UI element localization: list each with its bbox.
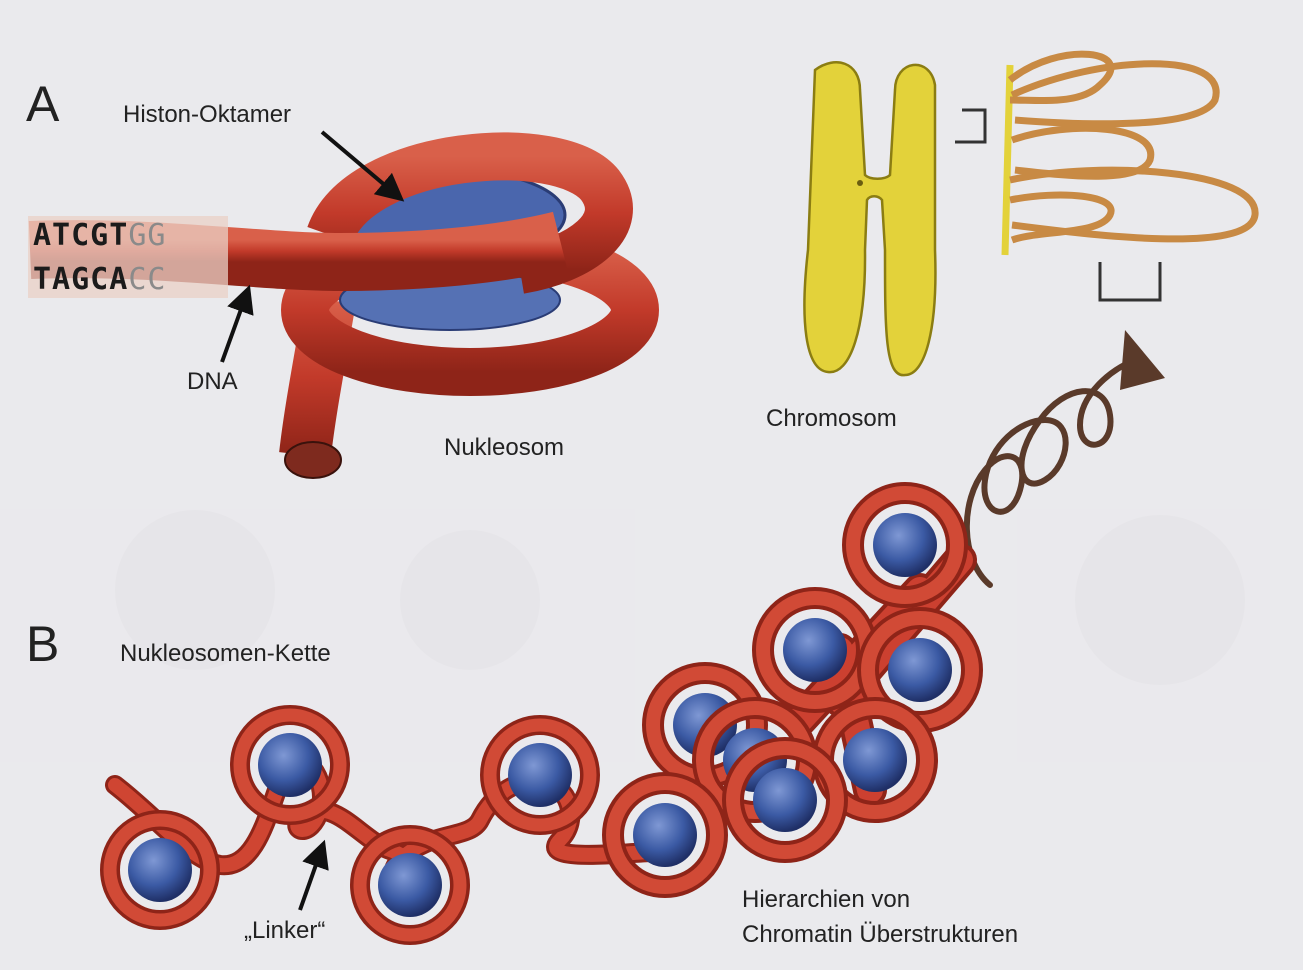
linker-label: „Linker“ (244, 917, 325, 945)
dna-sequence-top-faded: GG (128, 218, 166, 253)
nucleosome-label: Nukleosom (444, 434, 564, 462)
hierarchy-label-line1: Hierarchien von (742, 886, 910, 914)
dna-label: DNA (187, 368, 238, 396)
dna-sequence-bottom: TAGCACC (33, 262, 166, 297)
histone-octamer-label: Histon-Oktamer (123, 101, 291, 129)
dna-sequence-top: ATCGTGG (33, 218, 166, 253)
nucleosome-chain-label: Nukleosomen-Kette (120, 640, 331, 668)
panel-a-letter: A (26, 75, 59, 133)
chromosome-label: Chromosom (766, 405, 897, 433)
dna-sequence-bottom-faded: CC (128, 262, 166, 297)
dna-sequence-top-bases: ATCGT (33, 218, 128, 253)
chromosome-axis (1005, 65, 1010, 255)
hierarchy-label-line2: Chromatin Überstrukturen (742, 921, 1018, 949)
panel-b-letter: B (26, 615, 59, 673)
dna-tube-end (285, 442, 341, 478)
dna-sequence-bottom-bases: TAGCA (33, 262, 128, 297)
